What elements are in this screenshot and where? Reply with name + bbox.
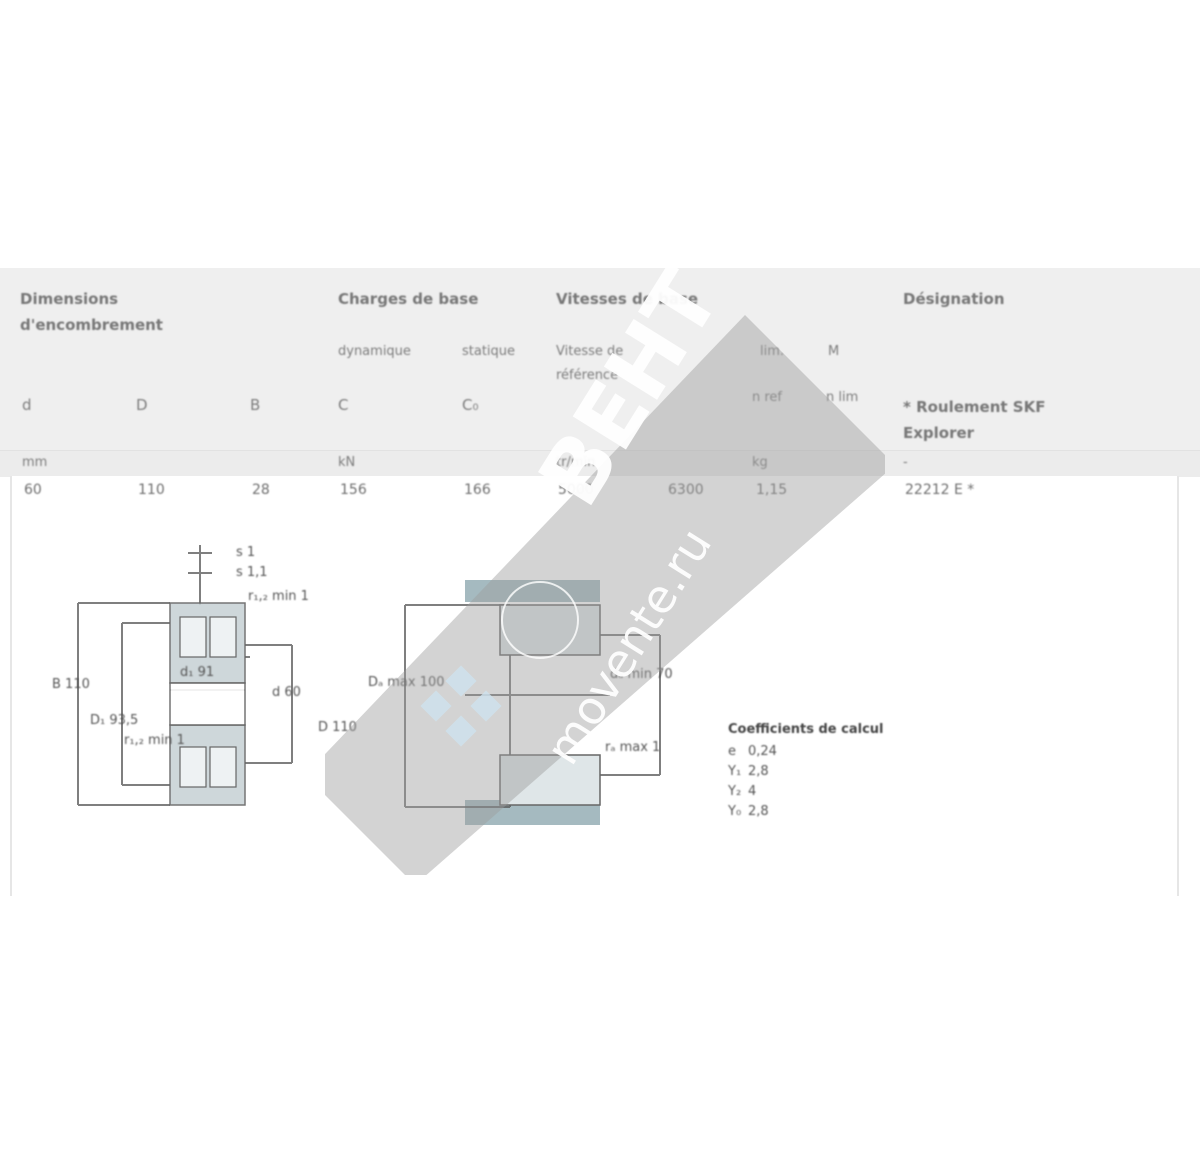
designation-header: Désignation	[903, 290, 1005, 308]
cell-speed-lim: 6300	[668, 482, 704, 498]
unit-designation: -	[903, 455, 908, 470]
symbol-d: d	[22, 396, 32, 414]
mass-label: M	[828, 344, 840, 359]
unit-speeds: tr/min	[556, 455, 596, 470]
unit-loads: kN	[338, 455, 356, 470]
label-D1: D₁ 93,5	[90, 713, 139, 728]
cell-C0: 166	[464, 482, 491, 498]
dimensions-header-line2: d'encombrement	[20, 316, 163, 334]
dimensions-header: Dimensions	[20, 290, 119, 308]
load-dynamic-label: dynamique	[338, 344, 411, 359]
label-Da-max: Dₐ max 100	[368, 675, 445, 690]
unit-mass: kg	[752, 455, 768, 470]
label-da-min: dₐ min 70	[610, 667, 673, 682]
coef-value: 0,24	[748, 744, 777, 759]
units-row: mm kN tr/min kg -	[0, 450, 1200, 477]
label-D: D 110	[318, 720, 357, 735]
speed-limit-label: lim.	[760, 344, 785, 359]
coef-value: 4	[748, 784, 757, 799]
label-rmin-bottom: r₁,₂ min 1	[124, 733, 185, 748]
coef-symbol: Y₁	[728, 764, 742, 779]
cell-designation[interactable]: 22212 E *	[905, 482, 975, 498]
symbol-C0: C₀	[462, 396, 479, 414]
table-header: Dimensions d'encombrement Charges de bas…	[0, 268, 1200, 450]
loads-header: Charges de base	[338, 290, 479, 308]
label-B: B 110	[52, 677, 90, 692]
label-s2: s 1,1	[236, 565, 268, 580]
mounting-section-icon	[404, 580, 661, 825]
coefficients-title: Coefficients de calcul	[728, 722, 884, 737]
label-rmin-top: r₁,₂ min 1	[248, 589, 309, 604]
label-ra-max: rₐ max 1	[605, 740, 661, 755]
designation-note: * Roulement SKF	[903, 398, 1046, 416]
designation-note-line2: Explorer	[903, 424, 975, 442]
symbol-B: B	[250, 396, 261, 414]
mounting-drawing: Dₐ max 100 dₐ min 70 rₐ max 1	[368, 575, 710, 835]
label-d: d 60	[272, 685, 301, 700]
cell-d: 60	[24, 482, 42, 498]
label-s1: s 1	[236, 545, 256, 560]
symbol-limit: n lim	[826, 390, 859, 405]
symbol-D: D	[136, 396, 148, 414]
coef-value: 2,8	[748, 764, 769, 779]
bearing-section-drawing: s 1 s 1,1 r₁,₂ min 1 B 110 d₁ 91 D₁ 93,5…	[40, 535, 360, 825]
coef-value: 2,8	[748, 804, 769, 819]
bearing-data-card: Dimensions d'encombrement Charges de bas…	[0, 268, 1200, 896]
label-d1: d₁ 91	[180, 665, 215, 680]
speed-reference-label: Vitesse de	[556, 344, 624, 359]
coef-symbol: Y₂	[728, 784, 742, 799]
speed-reference-label-line2: référence	[556, 368, 619, 383]
cell-D: 110	[138, 482, 165, 498]
cell-B: 28	[252, 482, 270, 498]
cell-speed-ref: 5000	[558, 482, 594, 498]
calculation-coefficients: Coefficients de calcul e 0,24 Y₁ 2,8 Y₂ …	[728, 722, 928, 842]
coef-symbol: e	[728, 744, 736, 759]
load-static-label: statique	[462, 344, 516, 359]
coef-symbol: Y₀	[728, 804, 742, 819]
unit-dimensions: mm	[22, 455, 48, 470]
symbol-C: C	[338, 396, 349, 414]
bearing-section-icon	[77, 545, 293, 806]
symbol-speed: n ref	[752, 390, 783, 405]
speeds-header: Vitesses de base	[556, 290, 699, 308]
cell-mass: 1,15	[756, 482, 788, 498]
cell-C: 156	[340, 482, 367, 498]
